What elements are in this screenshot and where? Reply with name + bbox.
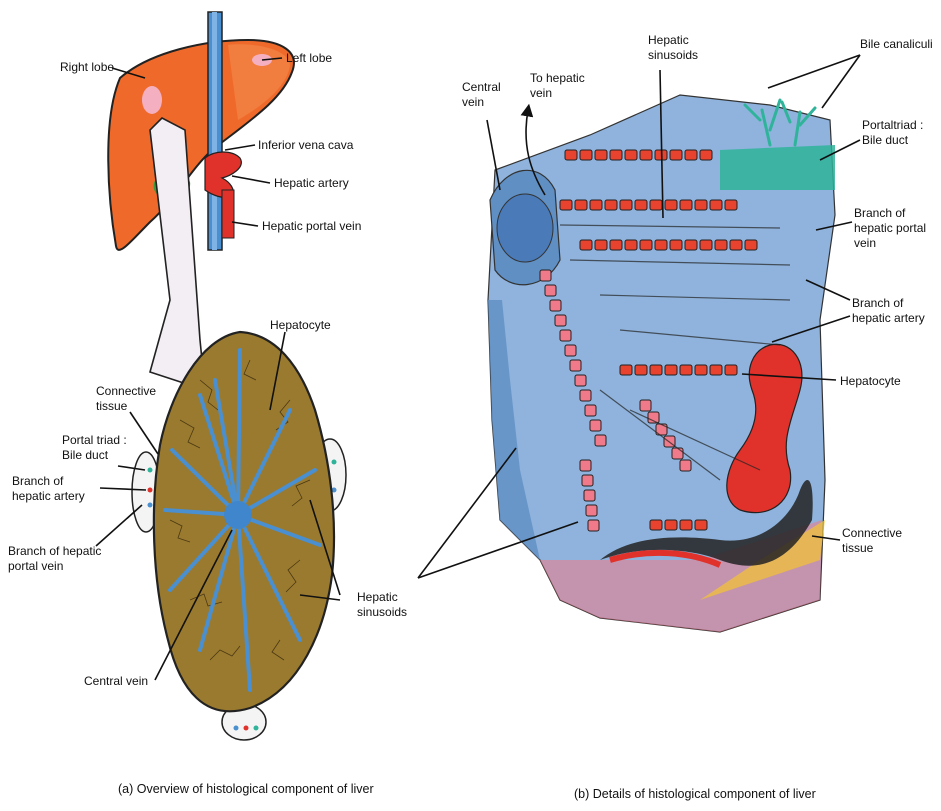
label-central-vein-b: Central vein — [462, 80, 512, 110]
label-hepatic-sinusoids-b: Hepatic sinusoids — [648, 33, 708, 63]
label-portal-triad-bile-duct-a: Portal triad : Bile duct — [62, 433, 132, 463]
label-hepatic-portal-vein: Hepatic portal vein — [262, 219, 361, 234]
bile-duct-b — [720, 145, 835, 190]
label-hepatic-artery: Hepatic artery — [274, 176, 349, 191]
label-inferior-vena-cava: Inferior vena cava — [258, 138, 353, 153]
label-branch-hepatic-artery-b: Branch of hepatic artery — [852, 296, 936, 326]
label-hepatocyte-a: Hepatocyte — [270, 318, 331, 333]
label-central-vein-a: Central vein — [84, 674, 148, 689]
central-vein-a — [224, 501, 252, 529]
label-right-lobe: Right lobe — [60, 60, 114, 75]
label-branch-hepatic-portal-vein-a: Branch of hepatic portal vein — [8, 544, 128, 574]
label-hepatic-sinusoids-a: Hepatic sinusoids — [357, 590, 417, 620]
caption-b: (b) Details of histological component of… — [574, 787, 816, 801]
caption-a: (a) Overview of histological component o… — [118, 782, 374, 796]
label-connective-tissue-a: Connective tissue — [96, 384, 160, 414]
label-branch-hepatic-portal-vein-b: Branch of hepatic portal vein — [854, 206, 938, 251]
label-hepatocyte-b: Hepatocyte — [840, 374, 901, 389]
hepatic-portal-vein-organ — [222, 190, 234, 238]
label-left-lobe: Left lobe — [286, 51, 332, 66]
label-to-hepatic-vein: To hepatic vein — [530, 71, 590, 101]
label-bile-canaliculi: Bile canaliculi — [860, 37, 933, 52]
hepatic-lobule — [154, 332, 334, 711]
inferior-vena-cava — [208, 12, 222, 250]
gallbladder-shape — [142, 86, 162, 114]
label-branch-hepatic-artery-a: Branch of hepatic artery — [12, 474, 102, 504]
label-portal-triad-bile-duct-b: Portaltriad : Bile duct — [862, 118, 934, 148]
label-connective-tissue-b: Connective tissue — [842, 526, 910, 556]
